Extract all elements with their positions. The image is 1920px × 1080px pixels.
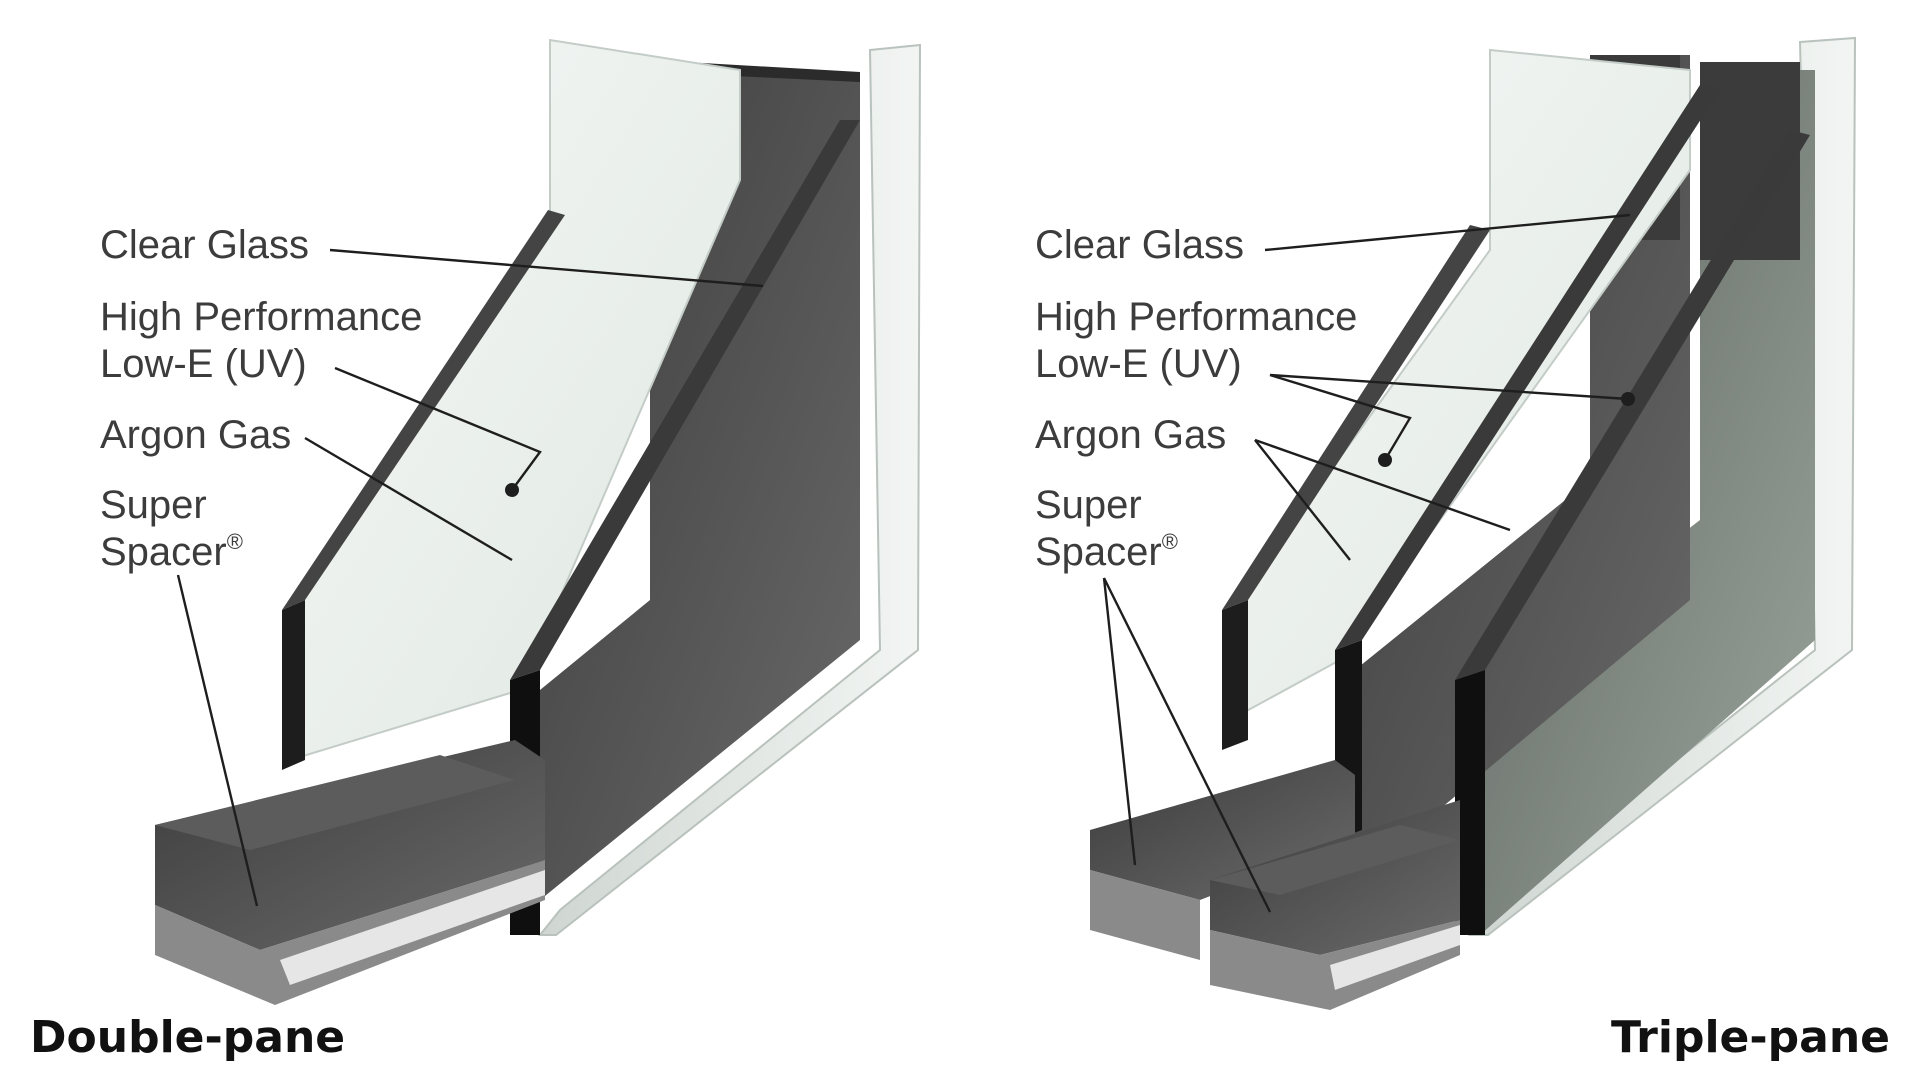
triple-pane-left-edge [1222, 600, 1248, 750]
triple-spacer-leader-2 [1102, 577, 1272, 913]
triple-low-e-leader-1 [1269, 373, 1412, 461]
double-argon-gas-leader [304, 436, 513, 562]
triple-pane-illustration [1090, 36, 1857, 1010]
triple-low-e-dot-1 [1378, 453, 1392, 467]
double-low-e-leader [334, 366, 542, 491]
triple-pane-labels: Clear Glass High Performance Low-E (UV) … [1035, 223, 1357, 574]
double-spacer-leader [176, 574, 259, 907]
triple-low-e-label-line1: High Performance [1035, 295, 1357, 339]
double-pane-spacer-top [155, 755, 515, 850]
triple-argon-gas-label: Argon Gas [1035, 413, 1226, 457]
double-low-e-label-line1: High Performance [100, 295, 422, 339]
double-low-e-dot [505, 483, 519, 497]
double-pane-leaders [176, 248, 764, 907]
triple-clear-glass-label: Clear Glass [1035, 223, 1244, 267]
triple-argon-gas-leader-2 [1254, 438, 1511, 532]
triple-pane-rear-edge [1455, 670, 1485, 935]
triple-registered-mark: ® [1162, 529, 1178, 554]
double-argon-gas-label: Argon Gas [100, 413, 291, 457]
triple-spacer-label-line1: Super [1035, 483, 1142, 527]
triple-pane-spacer-column-2 [1700, 62, 1800, 260]
triple-pane-rear-glass [1480, 70, 1815, 935]
double-pane-caption: Double-pane [30, 1012, 346, 1063]
triple-pane-left-diagonal [1222, 225, 1490, 610]
double-spacer-label-line2: Spacer® [100, 529, 243, 574]
triple-pane-leaders [1102, 213, 1635, 913]
double-pane-spacer-base [155, 860, 545, 1005]
triple-low-e-dot-2 [1621, 392, 1635, 406]
double-low-e-label-line2: Low-E (UV) [100, 342, 307, 386]
triple-spacer-word: Spacer [1035, 530, 1162, 574]
double-pane-illustration [155, 38, 922, 1005]
triple-pane-middle-diagonal [1335, 85, 1720, 650]
double-spacer-word: Spacer [100, 530, 227, 574]
triple-pane-spacer-top-2 [1210, 825, 1460, 895]
triple-spacer-leader-1 [1102, 577, 1137, 866]
double-pane-inner-diagonal [510, 120, 860, 680]
double-clear-glass-leader [329, 248, 764, 288]
double-registered-mark: ® [227, 529, 243, 554]
triple-argon-gas-leader-1 [1254, 439, 1351, 561]
double-pane-rear-glass [540, 62, 860, 900]
triple-pane-spacer-base-1 [1090, 870, 1200, 960]
double-clear-glass-label: Clear Glass [100, 223, 309, 267]
double-pane-left-diagonal [282, 210, 565, 610]
triple-clear-glass-leader [1264, 213, 1631, 252]
double-pane-left-edge [282, 600, 305, 770]
double-pane-labels: Clear Glass High Performance Low-E (UV) … [100, 223, 422, 574]
triple-spacer-label-line2: Spacer® [1035, 529, 1178, 574]
double-pane-spacer-highlight [280, 870, 545, 985]
double-pane-front-glass [289, 38, 741, 762]
double-spacer-label-line1: Super [100, 483, 207, 527]
triple-pane-caption: Triple-pane [1611, 1012, 1890, 1063]
triple-low-e-leader-2 [1269, 373, 1629, 401]
double-pane-frame-edge [537, 43, 922, 936]
triple-pane-rear-diagonal [1455, 130, 1810, 680]
triple-low-e-label-line2: Low-E (UV) [1035, 342, 1242, 386]
triple-pane-spacer-highlight-2 [1330, 925, 1460, 990]
